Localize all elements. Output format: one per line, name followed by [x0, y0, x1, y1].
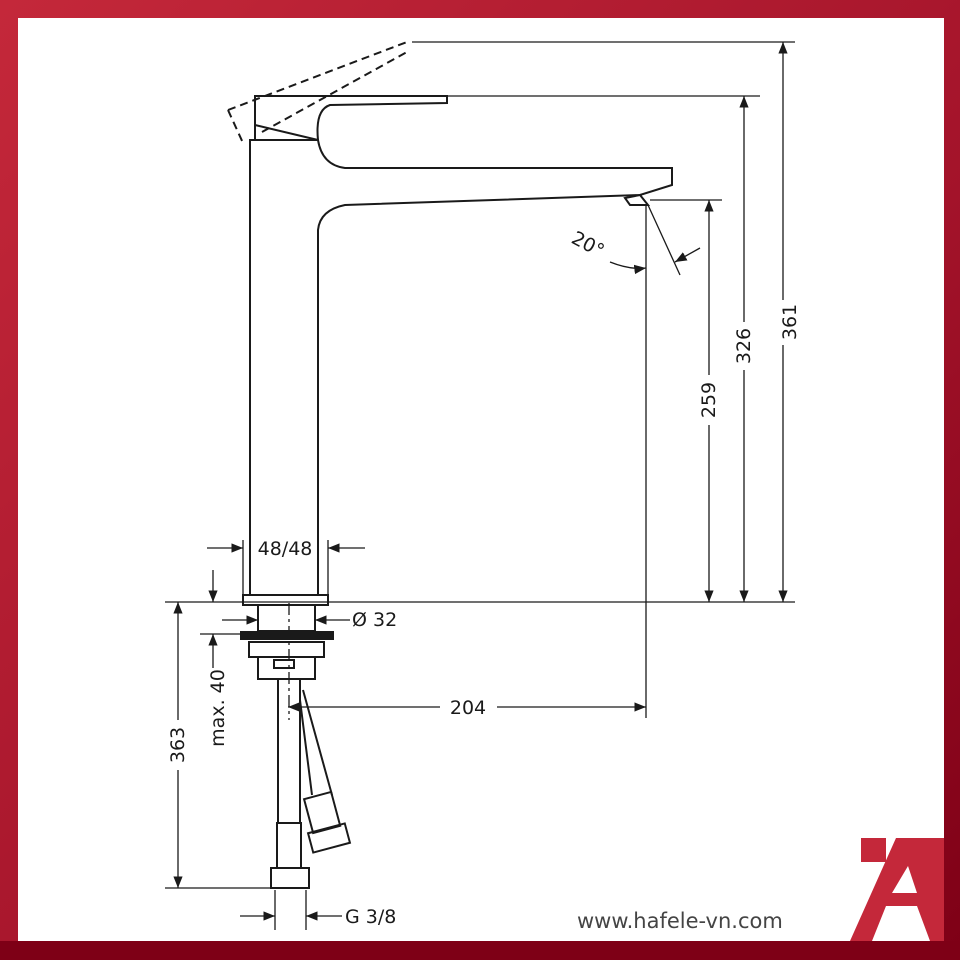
- dim-diameter-32: Ø 32: [352, 609, 397, 631]
- dim-361: 361: [779, 304, 801, 340]
- dim-259: 259: [698, 382, 720, 418]
- hafele-logo: [850, 838, 944, 941]
- dim-48-48: 48/48: [258, 538, 313, 560]
- dimension-lines: [165, 41, 795, 930]
- drawing-sheet: [18, 18, 944, 941]
- bottom-border: [0, 941, 960, 960]
- dim-204: 204: [450, 697, 486, 719]
- faucet-outline: [227, 41, 673, 889]
- website-url: www.hafele-vn.com: [577, 909, 783, 933]
- dim-363: 363: [167, 727, 189, 763]
- dim-angle-20: 20°: [568, 227, 608, 262]
- dim-326: 326: [733, 328, 755, 364]
- dim-g-3-8: G 3/8: [345, 906, 396, 928]
- dim-max-40: max. 40: [207, 669, 229, 747]
